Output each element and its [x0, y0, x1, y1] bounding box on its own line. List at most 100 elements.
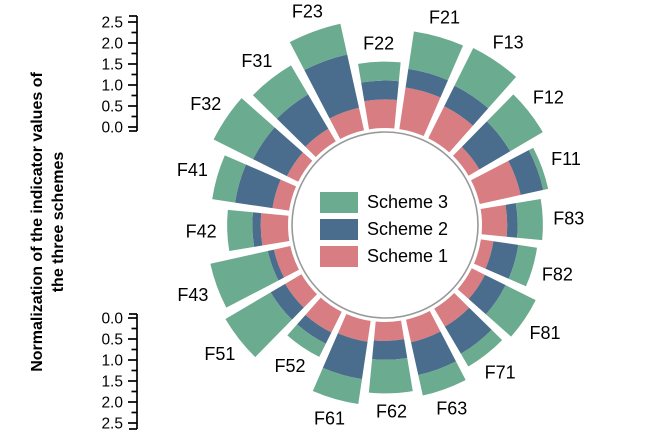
bar-segment-F11-scheme-3 [528, 147, 549, 190]
bar-segment-F52-scheme-1 [305, 297, 342, 333]
bar-label-F82: F82 [542, 264, 573, 284]
legend-item-scheme3: Scheme 3 [320, 192, 448, 213]
bar-segment-F42-scheme-2 [252, 212, 263, 247]
axis-tick-label: 0.0 [101, 120, 123, 137]
bar-segment-F31-scheme-2 [276, 94, 329, 147]
bar-label-F63: F63 [436, 399, 467, 419]
axis-tick-label: 1.0 [101, 78, 123, 95]
bar-segment-F83-scheme-1 [480, 204, 508, 237]
bar-segment-F51-scheme-2 [270, 283, 304, 320]
axis-tick-label: 2.5 [101, 15, 123, 32]
bar-segment-F42-scheme-1 [260, 213, 290, 246]
axis-tick-label: 2.5 [101, 416, 123, 433]
bar-label-F12: F12 [533, 87, 564, 107]
legend: Scheme 3 Scheme 2 Scheme 1 [320, 192, 448, 273]
radial-axis-bottom: 0.00.51.01.52.02.5 [101, 311, 138, 433]
legend-label-scheme1: Scheme 1 [367, 246, 449, 266]
legend-label-scheme3: Scheme 3 [367, 192, 449, 212]
bar-segment-F51-scheme-3 [225, 292, 292, 358]
bar-segment-F83-scheme-2 [505, 203, 518, 238]
bar-segment-F32-scheme-3 [213, 98, 275, 160]
bar-segment-F52-scheme-3 [287, 324, 326, 357]
bar-label-F61: F61 [314, 408, 345, 428]
bar-label-F21: F21 [429, 8, 460, 28]
axis-tick-label: 1.5 [101, 374, 123, 391]
bar-segment-F62-scheme-1 [373, 320, 405, 341]
bar-segment-F62-scheme-2 [372, 339, 408, 360]
bar-segment-F61-scheme-2 [322, 333, 368, 380]
axis-tick-label: 0.0 [101, 311, 123, 328]
bar-segment-F43-scheme-2 [267, 249, 285, 281]
bar-segment-F31-scheme-3 [252, 65, 309, 119]
bar-segment-F41-scheme-2 [235, 164, 281, 209]
bar-segment-F13-scheme-3 [454, 47, 517, 109]
bar-segment-F23-scheme-1 [329, 107, 365, 139]
bar-segment-F43-scheme-1 [273, 245, 299, 278]
bar-segment-F41-scheme-1 [272, 179, 297, 211]
bar-segment-F13-scheme-1 [428, 106, 473, 153]
axis-tick-label: 2.0 [101, 395, 123, 412]
bar-segment-F82-scheme-1 [473, 239, 494, 269]
bar-segment-F12-scheme-1 [452, 146, 480, 176]
bar-segment-F22-scheme-2 [361, 80, 399, 102]
bar-label-F31: F31 [241, 51, 272, 71]
legend-item-scheme2: Scheme 2 [320, 219, 448, 240]
bar-segment-F23-scheme-3 [289, 23, 348, 71]
bar-label-F32: F32 [190, 94, 221, 114]
bar-label-F52: F52 [274, 356, 305, 376]
legend-label-scheme2: Scheme 2 [367, 219, 449, 239]
legend-swatch-scheme2 [320, 219, 358, 240]
bar-segment-F81-scheme-1 [457, 268, 485, 300]
bar-label-F51: F51 [204, 344, 235, 364]
bar-segment-F32-scheme-1 [286, 152, 313, 182]
bar-segment-F31-scheme-1 [305, 128, 336, 158]
legend-swatch-scheme1 [320, 246, 358, 267]
bar-segment-F12-scheme-3 [486, 94, 543, 152]
legend-swatch-scheme3 [320, 192, 358, 213]
radial-axis-top: 0.00.51.01.52.02.5 [101, 15, 138, 137]
bar-segment-F81-scheme-2 [468, 274, 506, 315]
bar-label-F43: F43 [177, 285, 208, 305]
axis-tick-label: 0.5 [101, 332, 123, 349]
bar-segment-F71-scheme-2 [444, 307, 492, 354]
bar-label-F23: F23 [292, 2, 323, 22]
bar-segment-F61-scheme-1 [337, 313, 371, 342]
bar-label-F62: F62 [376, 402, 407, 422]
bar-segment-F13-scheme-2 [444, 85, 489, 126]
bar-segment-F81-scheme-3 [485, 285, 536, 337]
bar-segment-F22-scheme-3 [358, 61, 401, 83]
bar-segment-F43-scheme-3 [210, 250, 279, 308]
bar-segment-F21-scheme-3 [408, 31, 464, 81]
bar-label-F81: F81 [529, 323, 560, 343]
bar-label-F41: F41 [177, 160, 208, 180]
bar-segment-F42-scheme-3 [227, 209, 255, 252]
bar-label-F11: F11 [551, 149, 581, 169]
bar-segment-F22-scheme-1 [364, 99, 398, 130]
bar-segment-F62-scheme-3 [368, 357, 413, 394]
bar-segment-F52-scheme-2 [297, 314, 332, 344]
bar-segment-F61-scheme-3 [312, 367, 362, 405]
bar-segment-F12-scheme-2 [461, 121, 511, 170]
bar-segment-F23-scheme-2 [304, 54, 360, 119]
bar-label-F22: F22 [363, 34, 394, 54]
bar-label-F42: F42 [186, 221, 217, 241]
bar-segment-F82-scheme-3 [508, 244, 538, 287]
radial-axis-title: Normalization of the indicator values of… [27, 72, 69, 372]
axis-tick-label: 2.0 [101, 36, 123, 53]
legend-item-scheme1: Scheme 1 [320, 246, 448, 267]
bar-segment-F32-scheme-2 [253, 127, 303, 177]
inner-circle [291, 131, 479, 319]
axis-tick-label: 0.5 [101, 99, 123, 116]
bar-segment-F63-scheme-1 [405, 311, 441, 343]
bar-segment-F63-scheme-3 [418, 361, 466, 396]
bar-segment-F41-scheme-3 [212, 155, 246, 203]
bar-segment-F82-scheme-2 [485, 241, 519, 279]
bar-segment-F11-scheme-1 [471, 160, 521, 205]
bar-segment-F21-scheme-2 [405, 68, 448, 98]
bar-segment-F21-scheme-1 [399, 87, 441, 137]
bar-segment-F71-scheme-3 [460, 329, 503, 367]
radial-axis-title-line2: the three schemes [50, 151, 67, 293]
bar-segment-F71-scheme-1 [434, 292, 470, 327]
